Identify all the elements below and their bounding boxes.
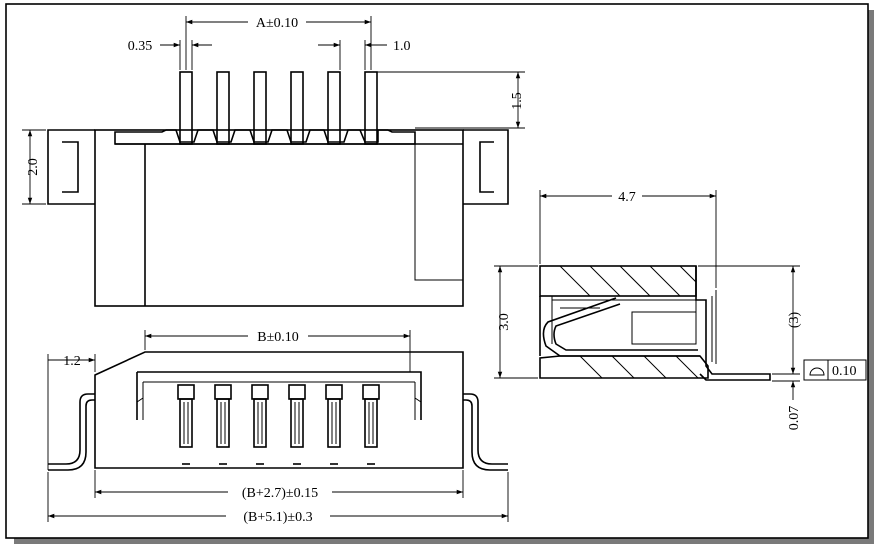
- dim-pitch-b: B±0.10: [144, 330, 411, 372]
- dim-height: 3.0: [494, 265, 538, 379]
- tab-height-label: 2.0: [26, 158, 41, 176]
- left-tab: [47, 129, 95, 205]
- dim-tab-offset: 1.2: [47, 354, 96, 470]
- top-body: [94, 129, 464, 307]
- right-tab: [463, 129, 509, 205]
- dim-overall-length: (B+5.1)±0.3: [47, 472, 509, 525]
- body-length-label: (B+2.7)±0.15: [242, 486, 318, 501]
- right-holddown: [463, 393, 508, 465]
- flatness-value-label: 0.10: [832, 364, 857, 379]
- bottom-body: [94, 351, 464, 469]
- dim-depth: 4.7: [539, 190, 717, 288]
- side-view: 4.7 3.0 (3) 0.07 0.10: [494, 190, 867, 431]
- flatness-callout: 0.10: [803, 359, 867, 381]
- drawing-frame: [5, 3, 874, 544]
- bottom-view: B±0.10 1.2 (B+2.7)±0.15 (B+5.1)±0.3: [47, 330, 509, 525]
- terminal-leg: [695, 266, 771, 381]
- profile-tolerance-icon: [809, 367, 825, 376]
- overall-length-label: (B+5.1)±0.3: [243, 510, 312, 525]
- dim-ref-height: (3): [698, 265, 802, 375]
- dim-pin-length: 1.5: [377, 71, 525, 129]
- dim-pin-width: 0.35: [128, 39, 212, 70]
- pin-width-label: 0.35: [128, 39, 153, 54]
- ref-height-label: (3): [787, 312, 802, 329]
- dim-body-length: (B+2.7)±0.15: [94, 470, 464, 501]
- bottom-contacts: [177, 384, 380, 465]
- height-label: 3.0: [497, 313, 512, 331]
- top-view: A±0.10 0.35 1.0 1.5: [22, 16, 525, 307]
- pin-length-label: 1.5: [510, 92, 525, 110]
- standoff-label: 0.07: [787, 406, 802, 431]
- dim-pitch-a: A±0.10: [185, 16, 372, 70]
- pitch-a-label: A±0.10: [256, 16, 298, 31]
- spring-contact: [542, 297, 700, 357]
- dim-tab-height: 2.0: [22, 129, 46, 205]
- tab-offset-label: 1.2: [63, 354, 81, 369]
- dim-pin-pitch: 1.0: [318, 39, 411, 70]
- pin-pitch-label: 1.0: [393, 39, 411, 54]
- dim-standoff: 0.07: [772, 380, 802, 431]
- depth-label: 4.7: [618, 190, 636, 205]
- left-holddown: [48, 393, 95, 465]
- pitch-b-label: B±0.10: [257, 330, 299, 345]
